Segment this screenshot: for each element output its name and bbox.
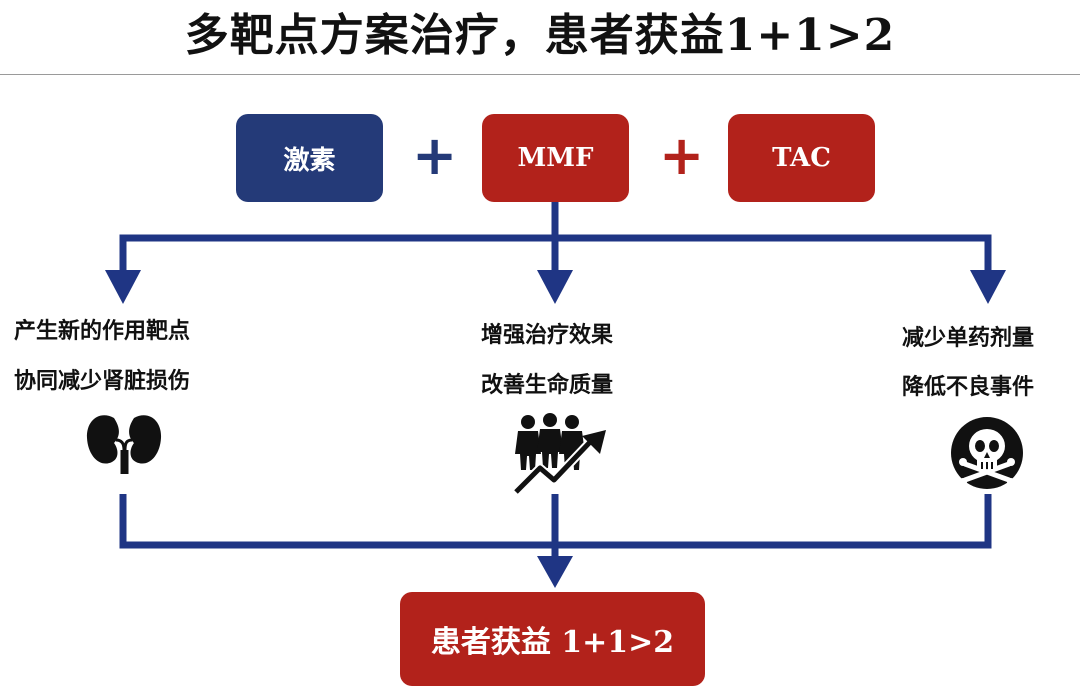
benefit-1-line1: 产生新的作用靶点 bbox=[14, 318, 191, 344]
benefit-1-line2: 协同减少肾脏损伤 bbox=[14, 368, 191, 394]
kidney-icon bbox=[86, 415, 162, 474]
title-divider bbox=[0, 74, 1080, 75]
benefit-3-line2: 降低不良事件 bbox=[902, 374, 1035, 400]
result-box: 患者获益 1+1>2 bbox=[400, 592, 705, 686]
people-growth-icon bbox=[512, 413, 606, 496]
plus-operator-1: + bbox=[412, 124, 458, 187]
drug-box-tac: TAC bbox=[728, 114, 875, 202]
benefit-2-line2: 改善生命质量 bbox=[481, 372, 614, 398]
skull-crossbones-icon bbox=[951, 417, 1023, 489]
arrow-down-result bbox=[537, 556, 573, 588]
plus-operator-2: + bbox=[659, 124, 705, 187]
page-title: 多靶点方案治疗，患者获益1+1>2 bbox=[184, 10, 896, 61]
benefit-2-line1: 增强治疗效果 bbox=[481, 322, 614, 348]
arrow-down-right bbox=[970, 270, 1006, 304]
drug-box-steroid: 激素 bbox=[236, 114, 383, 202]
drug-box-mmf: MMF bbox=[482, 114, 629, 202]
benefit-3-line1: 减少单药剂量 bbox=[902, 325, 1035, 351]
arrow-down-left bbox=[105, 270, 141, 304]
arrow-down-center bbox=[537, 270, 573, 304]
